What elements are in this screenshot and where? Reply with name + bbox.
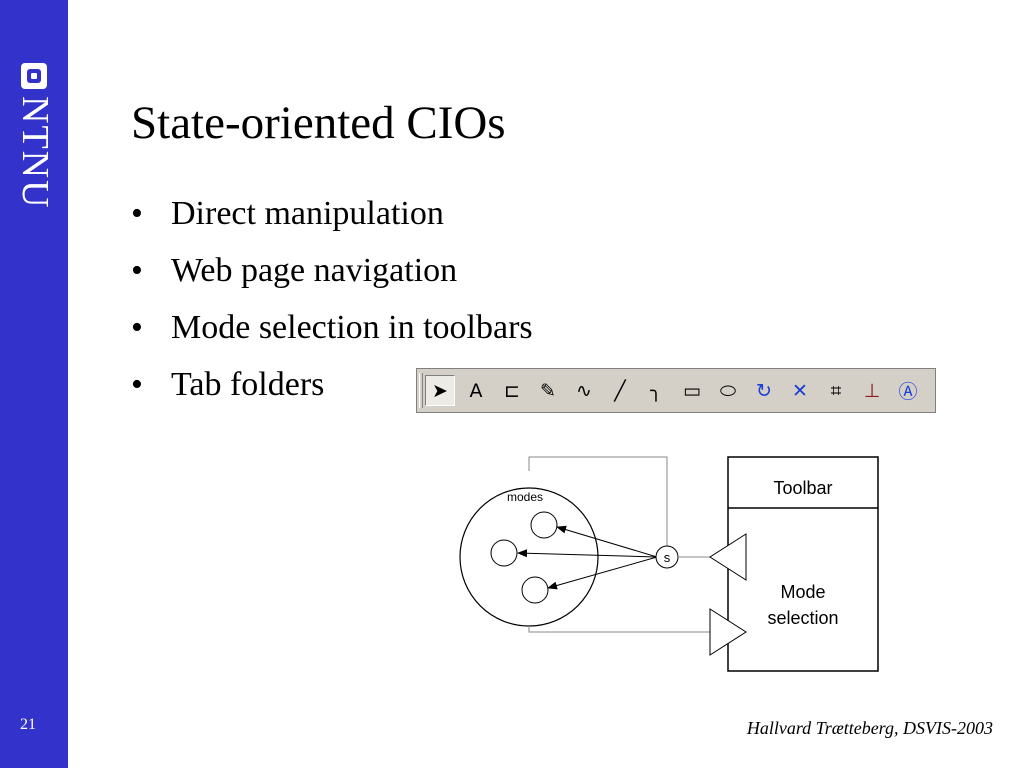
sidebar: NTNU 21 — [0, 0, 68, 768]
mode-circle-3 — [521, 576, 549, 604]
mode-circle-1 — [530, 511, 558, 539]
rotate-a-icon: Ⓐ — [898, 381, 918, 403]
crop-icon: ⌗ — [830, 379, 842, 402]
modes-circle — [459, 487, 599, 627]
delete-x-icon: ✕ — [792, 379, 808, 402]
bullet-dot: • — [131, 366, 143, 403]
bullet-dot: • — [131, 252, 143, 289]
ntnu-logo-text: NTNU — [14, 96, 56, 210]
select-arrow-2 — [517, 549, 658, 558]
modes-label: modes — [507, 490, 543, 504]
toolbar-grip — [419, 373, 423, 408]
slide-title: State-oriented CIOs — [131, 97, 506, 149]
page-number: 21 — [20, 716, 36, 733]
pencil-icon: ✎ — [540, 379, 556, 402]
toolbar-label: Toolbar — [773, 478, 832, 498]
arc-icon: ╮ — [650, 379, 662, 402]
bullet-text: Mode selection in toolbars — [171, 309, 533, 346]
output-gate — [709, 533, 747, 581]
mode-selection-label-2: selection — [767, 608, 838, 628]
text-a-icon: A — [469, 379, 483, 402]
select-arrow-3 — [547, 556, 658, 590]
rotate-icon: ↻ — [756, 379, 772, 402]
connector-top — [528, 456, 668, 548]
select-arrow-1 — [556, 525, 658, 558]
bullet-dot: • — [131, 309, 143, 346]
input-gate — [709, 608, 747, 656]
bullet-dot: • — [131, 195, 143, 232]
stamp-icon: ⊥ — [863, 379, 881, 402]
footer-credit: Hallvard Trætteberg, DSVIS-2003 — [746, 718, 993, 738]
bullet-item: • Web page navigation — [131, 245, 533, 302]
bullet-list: • Direct manipulation • Web page navigatio… — [131, 188, 533, 416]
toolbar-screenshot: ➤ A ⊏ ✎ ∿ ╱ ╮ ▭ ⬭ ↻ ✕ ⌗ ⊥ Ⓐ — [416, 368, 936, 413]
bullet-text: Web page navigation — [171, 252, 458, 289]
bullet-text: Tab folders — [171, 366, 325, 403]
pointer-arrow-icon: ➤ — [425, 375, 455, 406]
mode-selection-diagram: modes s Toolbar Mode selection — [459, 456, 879, 672]
connector-icon: ⊏ — [504, 379, 520, 402]
bullet-item: • Tab folders — [131, 359, 533, 416]
line-icon: ╱ — [614, 379, 626, 402]
rectangle-icon: ▭ — [683, 379, 701, 402]
bullet-text: Direct manipulation — [171, 195, 444, 232]
selector-label: s — [664, 550, 671, 565]
mode-selection-label-1: Mode — [780, 582, 825, 602]
bullet-item: • Direct manipulation — [131, 188, 533, 245]
bullet-item: • Mode selection in toolbars — [131, 302, 533, 359]
ntnu-logo-mark — [21, 63, 47, 89]
freehand-curve-icon: ∿ — [576, 379, 592, 402]
connector-bottom — [528, 626, 710, 633]
ellipse-icon: ⬭ — [719, 379, 737, 402]
mode-circle-2 — [490, 539, 518, 567]
